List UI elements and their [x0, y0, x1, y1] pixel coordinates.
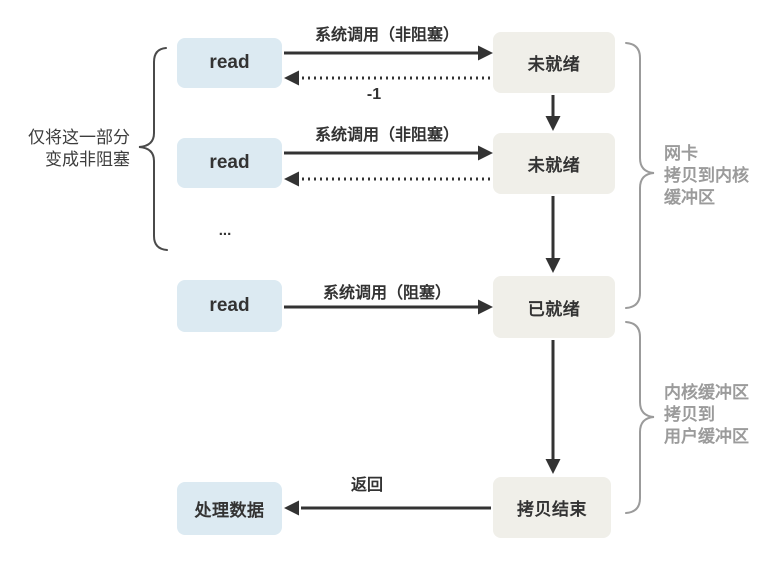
right-annotation-nic-to-kernel: 网卡 拷贝到内核 缓冲区 — [664, 143, 774, 209]
right-annotation-bottom-line3: 用户缓冲区 — [664, 427, 749, 446]
arrow-syscall-nonblocking-1 — [284, 45, 493, 61]
right-annotation-top-line2: 拷贝到内核 — [664, 166, 749, 185]
arrow-return-dotted-2 — [284, 171, 490, 187]
label-return-neg1: -1 — [366, 86, 382, 103]
right-annotation-top-line3: 缓冲区 — [664, 188, 715, 207]
label-syscall-nonblocking-2: 系统调用（非阻塞） — [314, 127, 459, 144]
right-annotation-bottom-line2: 拷贝到 — [664, 405, 715, 424]
node-not-ready-1: 未就绪 — [493, 32, 615, 93]
arrow-notready1-to-notready2 — [545, 95, 561, 131]
node-read-3: read — [177, 280, 282, 332]
right-brace-bottom — [625, 321, 655, 514]
repeat-ellipsis: ... — [218, 222, 232, 239]
label-syscall-blocking: 系统调用（阻塞） — [322, 285, 451, 302]
left-annotation: 仅将这一部分 变成非阻塞 — [6, 127, 130, 171]
node-read-1: read — [177, 38, 282, 88]
right-annotation-top-line1: 网卡 — [664, 144, 698, 163]
arrow-syscall-blocking — [284, 299, 493, 315]
right-annotation-bottom-line1: 内核缓冲区 — [664, 383, 749, 402]
right-annotation-kernel-to-user: 内核缓冲区 拷贝到 用户缓冲区 — [664, 382, 774, 448]
node-ready: 已就绪 — [493, 276, 615, 338]
label-return: 返回 — [350, 477, 383, 494]
left-annotation-line2: 变成非阻塞 — [45, 150, 130, 169]
arrow-return-neg1-dotted-1 — [284, 70, 490, 86]
node-process-data: 处理数据 — [177, 482, 282, 535]
node-read-2: read — [177, 138, 282, 188]
node-copy-done: 拷贝结束 — [493, 477, 611, 538]
left-annotation-line1: 仅将这一部分 — [28, 128, 130, 147]
arrow-syscall-nonblocking-2 — [284, 145, 493, 161]
arrow-ready-to-copydone — [545, 340, 561, 474]
right-brace-top — [625, 42, 655, 309]
left-brace — [138, 47, 168, 251]
node-not-ready-2: 未就绪 — [493, 133, 615, 194]
arrow-return — [284, 500, 491, 516]
arrow-notready2-to-ready — [545, 196, 561, 273]
label-syscall-nonblocking-1: 系统调用（非阻塞） — [314, 27, 459, 44]
